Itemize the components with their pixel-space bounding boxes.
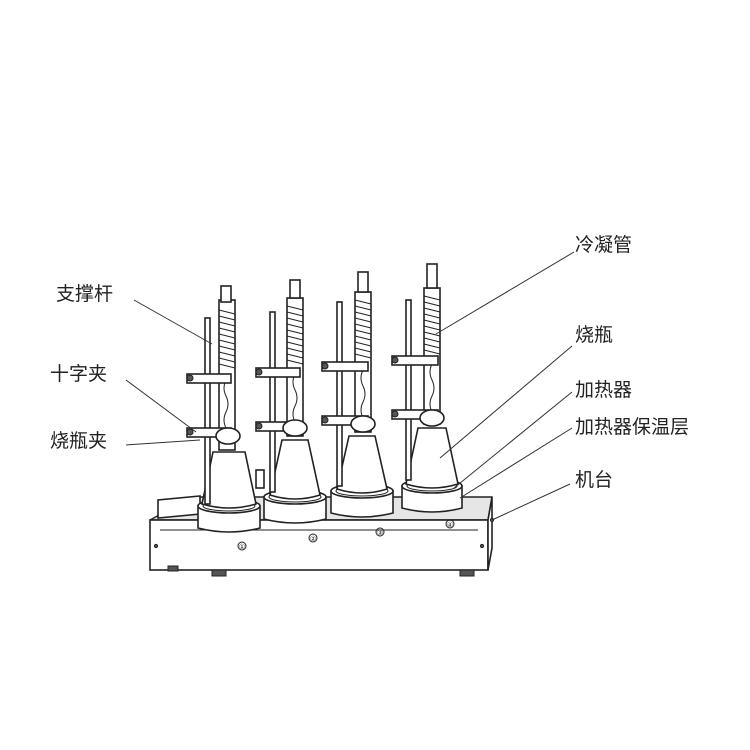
leader-lines (125, 251, 575, 521)
station-number-4: ④ (447, 521, 453, 529)
label-flask: 烧瓶 (575, 324, 613, 346)
label-support-rod: 支撑杆 (56, 283, 113, 305)
label-cross-clamp: 十字夹 (50, 363, 107, 385)
label-flask-clamp: 烧瓶夹 (50, 430, 107, 452)
label-condenser: 冷凝管 (575, 234, 632, 256)
station-4 (391, 263, 463, 513)
station-1 (186, 285, 261, 533)
label-base: 机台 (575, 469, 613, 491)
station-2 (255, 279, 327, 524)
station-3 (321, 271, 394, 518)
label-heater-insulation: 加热器保温层 (575, 416, 689, 438)
label-heater: 加热器 (575, 379, 632, 401)
station-number-2: ② (310, 535, 316, 543)
station-number-3: ③ (377, 529, 383, 537)
station-number-1: ① (239, 543, 245, 551)
